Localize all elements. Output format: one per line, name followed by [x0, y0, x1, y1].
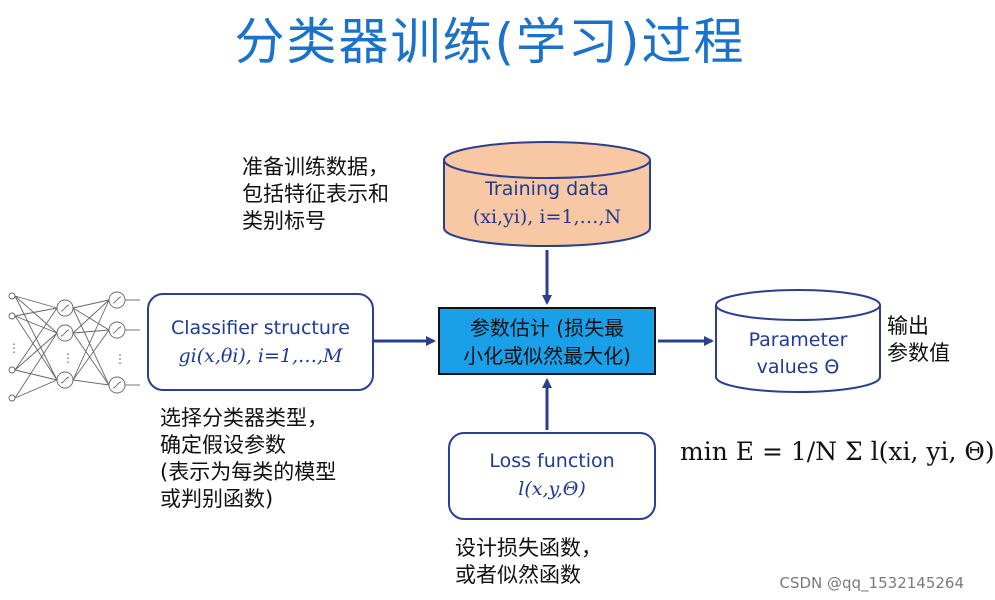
watermark: CSDN @qq_1532145264: [779, 574, 964, 592]
loss-note-line: 设计损失函数，: [455, 536, 602, 560]
page-title: 分类器训练(学习)过程: [234, 13, 746, 71]
loss-label: Loss function: [489, 450, 615, 472]
svg-text:⋮: ⋮: [62, 351, 74, 365]
loss-function-box: Loss function l(x,y,Θ): [448, 432, 656, 520]
classifier-label: Classifier structure: [171, 317, 350, 339]
training-note-line: 准备训练数据，: [242, 155, 389, 179]
parameter-cylinder: [715, 289, 881, 393]
classifier-note-line: (表示为每类的模型: [160, 460, 337, 484]
svg-text:⋮: ⋮: [8, 341, 20, 355]
output-note: 输出 参数值: [887, 313, 950, 367]
classifier-note-line: 选择分类器类型，: [160, 406, 328, 430]
training-data-cylinder: [443, 141, 651, 247]
center-line1: 参数估计 (损失最: [469, 316, 625, 340]
training-data-label: Training data: [485, 178, 609, 200]
parameter-line2: values Θ: [756, 356, 840, 378]
center-line2: 小化或似然最大化): [463, 344, 631, 368]
classifier-note: 选择分类器类型， 确定假设参数 (表示为每类的模型 或判别函数): [160, 405, 336, 513]
classifier-note-line: 或判别函数): [160, 487, 274, 511]
training-data-formula: (xi,yi), i=1,…,N: [472, 206, 622, 228]
parameter-estimation-box: 参数估计 (损失最 小化或似然最大化): [438, 307, 656, 375]
classifier-note-line: 确定假设参数: [160, 433, 286, 457]
training-data-node: Training data (xi,yi), i=1,…,N: [444, 178, 650, 228]
parameter-node: Parameter values Θ: [716, 327, 880, 381]
loss-note-line: 或者似然函数: [455, 563, 581, 587]
output-note-line: 参数值: [887, 341, 950, 365]
neural-network-icon: ⋮ ⋮ ⋮: [8, 291, 140, 402]
objective-formula: min E = 1/N Σ l(xi, yi, Θ): [680, 437, 995, 466]
svg-text:⋮: ⋮: [114, 352, 126, 366]
loss-formula: l(x,y,Θ): [518, 478, 586, 500]
classifier-formula: gi(x,θi), i=1,…,M: [178, 345, 343, 367]
parameter-line1: Parameter: [748, 329, 848, 351]
training-note-line: 类别标号: [242, 209, 326, 233]
output-note-line: 输出: [887, 314, 929, 338]
training-note-line: 包括特征表示和: [242, 182, 389, 206]
loss-note: 设计损失函数， 或者似然函数: [455, 535, 602, 589]
classifier-structure-box: Classifier structure gi(x,θi), i=1,…,M: [147, 293, 374, 391]
training-note: 准备训练数据， 包括特征表示和 类别标号: [242, 154, 389, 235]
